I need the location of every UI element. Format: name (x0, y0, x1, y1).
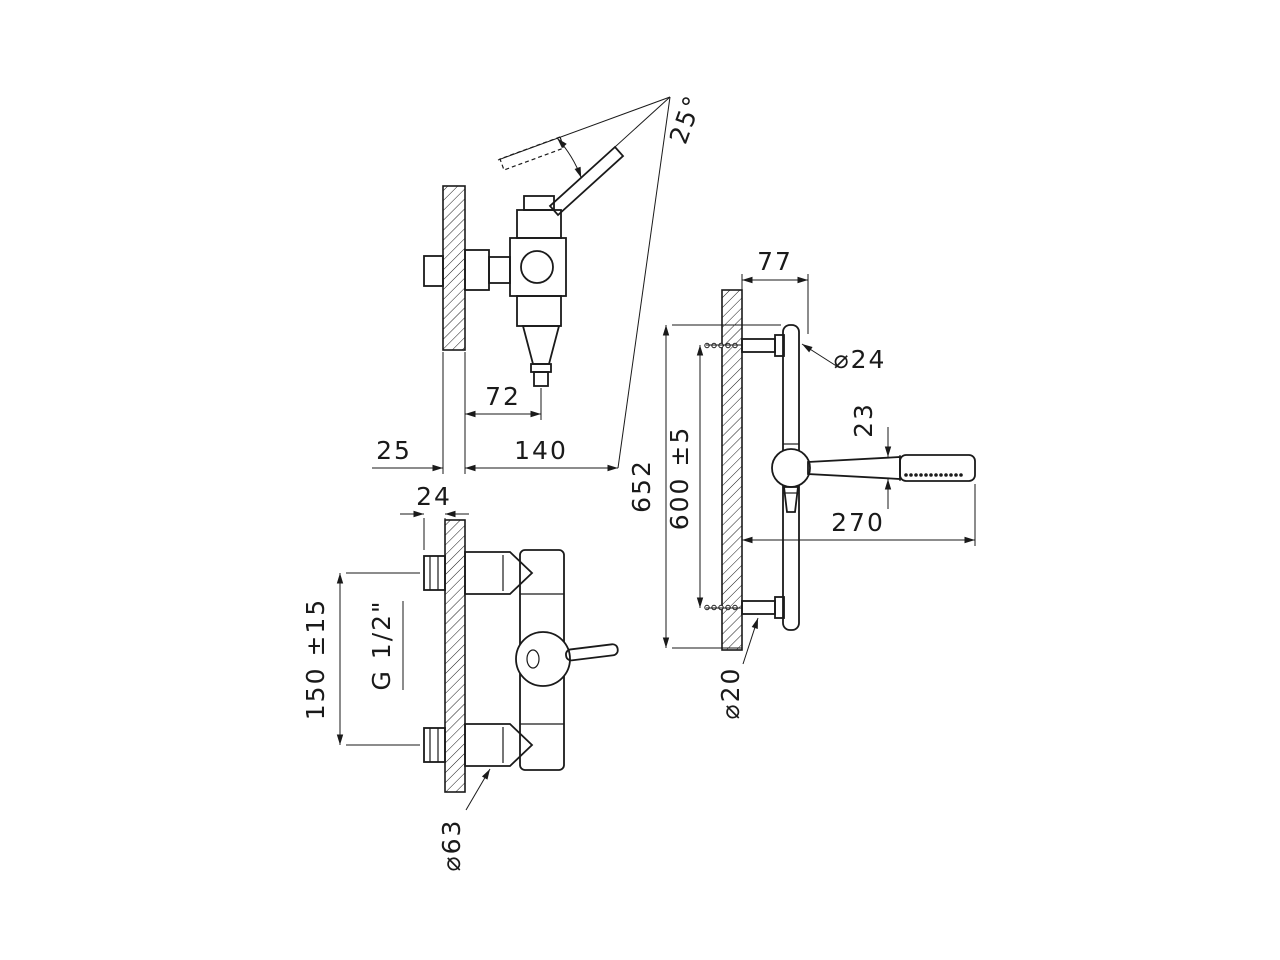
handle-hub (526, 649, 540, 669)
lever-open-dotted (499, 136, 565, 171)
side-view-fixture (423, 136, 625, 387)
front-view-dimensions: 24 G 1/2" 150 ±15 ⌀63 (301, 482, 491, 872)
dim-spout-reach-label: 72 (485, 382, 521, 411)
slider-knob (771, 448, 811, 488)
leader-rosette-diameter (465, 768, 491, 811)
angle-ray-upper (497, 96, 671, 161)
wall-anchor-thread-top (704, 342, 738, 349)
leader-bracket-diameter (742, 617, 759, 665)
dim-angle-label: 25° (664, 90, 708, 147)
side-view-dimensions: 25° 72 25 140 (372, 90, 708, 474)
bracket-bottom-collar (774, 596, 785, 619)
handshower-handle (807, 456, 901, 480)
handle-knob-front (515, 631, 571, 687)
projection-line (617, 96, 671, 469)
bracket-bottom-tube (741, 600, 776, 615)
wall-plate-side (442, 185, 466, 351)
dim-total-depth-label: 140 (514, 436, 568, 465)
dim-inlet-spacing-label: 150 ±15 (301, 598, 330, 720)
dim-handle-diameter-label: 23 (849, 402, 878, 438)
angle-arc (556, 137, 582, 178)
wall-plate-front (444, 519, 466, 793)
inlet-nut-side (423, 255, 444, 287)
bracket-top-tube (741, 338, 776, 353)
dim-nut-width-label: 24 (416, 482, 452, 511)
dim-rail-diameter-label: ⌀24 (834, 345, 887, 374)
front-view-fixture (423, 519, 619, 793)
dim-plate-depth-label: 25 (376, 436, 412, 465)
dim-thread-label: G 1/2" (367, 599, 396, 690)
mixer-body-side (509, 237, 567, 297)
lower-body-side (516, 295, 562, 327)
adapter-inner (488, 256, 511, 284)
angle-ray-lower (549, 96, 671, 207)
dim-handshower-length-label: 270 (831, 508, 885, 537)
dim-bar-height-label: 600 ±5 (665, 426, 694, 531)
dim-overall-height-label: 652 (627, 459, 656, 513)
spout-nozzle (533, 371, 549, 387)
neck-side (523, 195, 555, 211)
handshower-head (899, 454, 976, 482)
inlet-nut-top (423, 555, 446, 591)
spout-collar (530, 363, 552, 373)
wall-section (721, 289, 743, 651)
leader-rail-diameter (801, 343, 839, 368)
rail-view-fixture (704, 289, 976, 651)
dim-rosette-diameter-label: ⌀63 (437, 819, 466, 872)
adapter-outer (464, 249, 490, 291)
inlet-nut-bottom (423, 727, 446, 763)
rail-view-dimensions: 77 ⌀24 23 652 600 ±5 270 ⌀20 (627, 247, 976, 720)
upper-body-side (516, 209, 562, 239)
cartridge-circle (520, 250, 554, 284)
dim-wall-offset-label: 77 (757, 247, 793, 276)
rosette-bottom (464, 723, 534, 767)
handle-lever-front (565, 643, 619, 662)
bracket-top-collar (774, 334, 785, 357)
lever-closed (548, 145, 625, 217)
spray-nozzle-dots (904, 473, 963, 477)
spout-taper (521, 325, 561, 365)
rosette-top (464, 551, 534, 595)
slider-hook (782, 486, 800, 513)
dim-bracket-diameter-label: ⌀20 (716, 667, 745, 720)
